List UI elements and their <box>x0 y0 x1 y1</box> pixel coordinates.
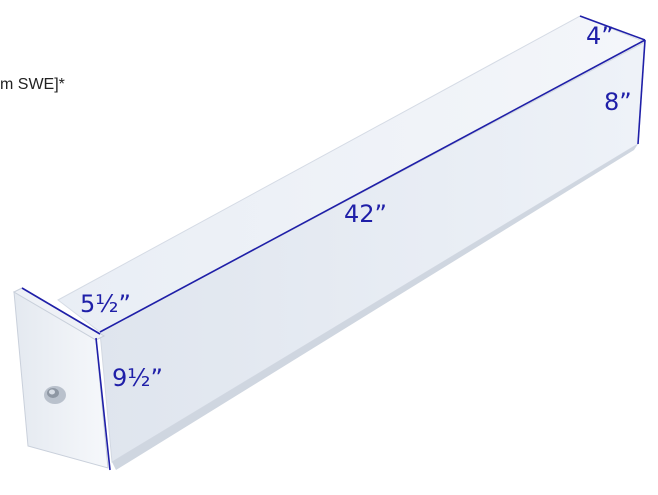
label-length: 42” <box>344 200 387 228</box>
dimension-line-width <box>579 15 646 41</box>
label-height: 8” <box>604 88 632 116</box>
dimension-line-plate-height <box>95 337 111 471</box>
dimension-line-height <box>637 39 646 145</box>
label-plate-height: 9½” <box>112 364 163 392</box>
beam-bottom-shadow <box>112 144 638 470</box>
end-plate-edge <box>12 287 106 341</box>
label-width: 4” <box>586 22 614 50</box>
caption-text: m SWE]* <box>0 76 65 93</box>
bolt-icon <box>44 386 66 404</box>
dimension-line-length <box>99 39 646 333</box>
dimension-line-plate-width <box>21 287 101 335</box>
label-plate-width: 5½” <box>80 290 131 318</box>
